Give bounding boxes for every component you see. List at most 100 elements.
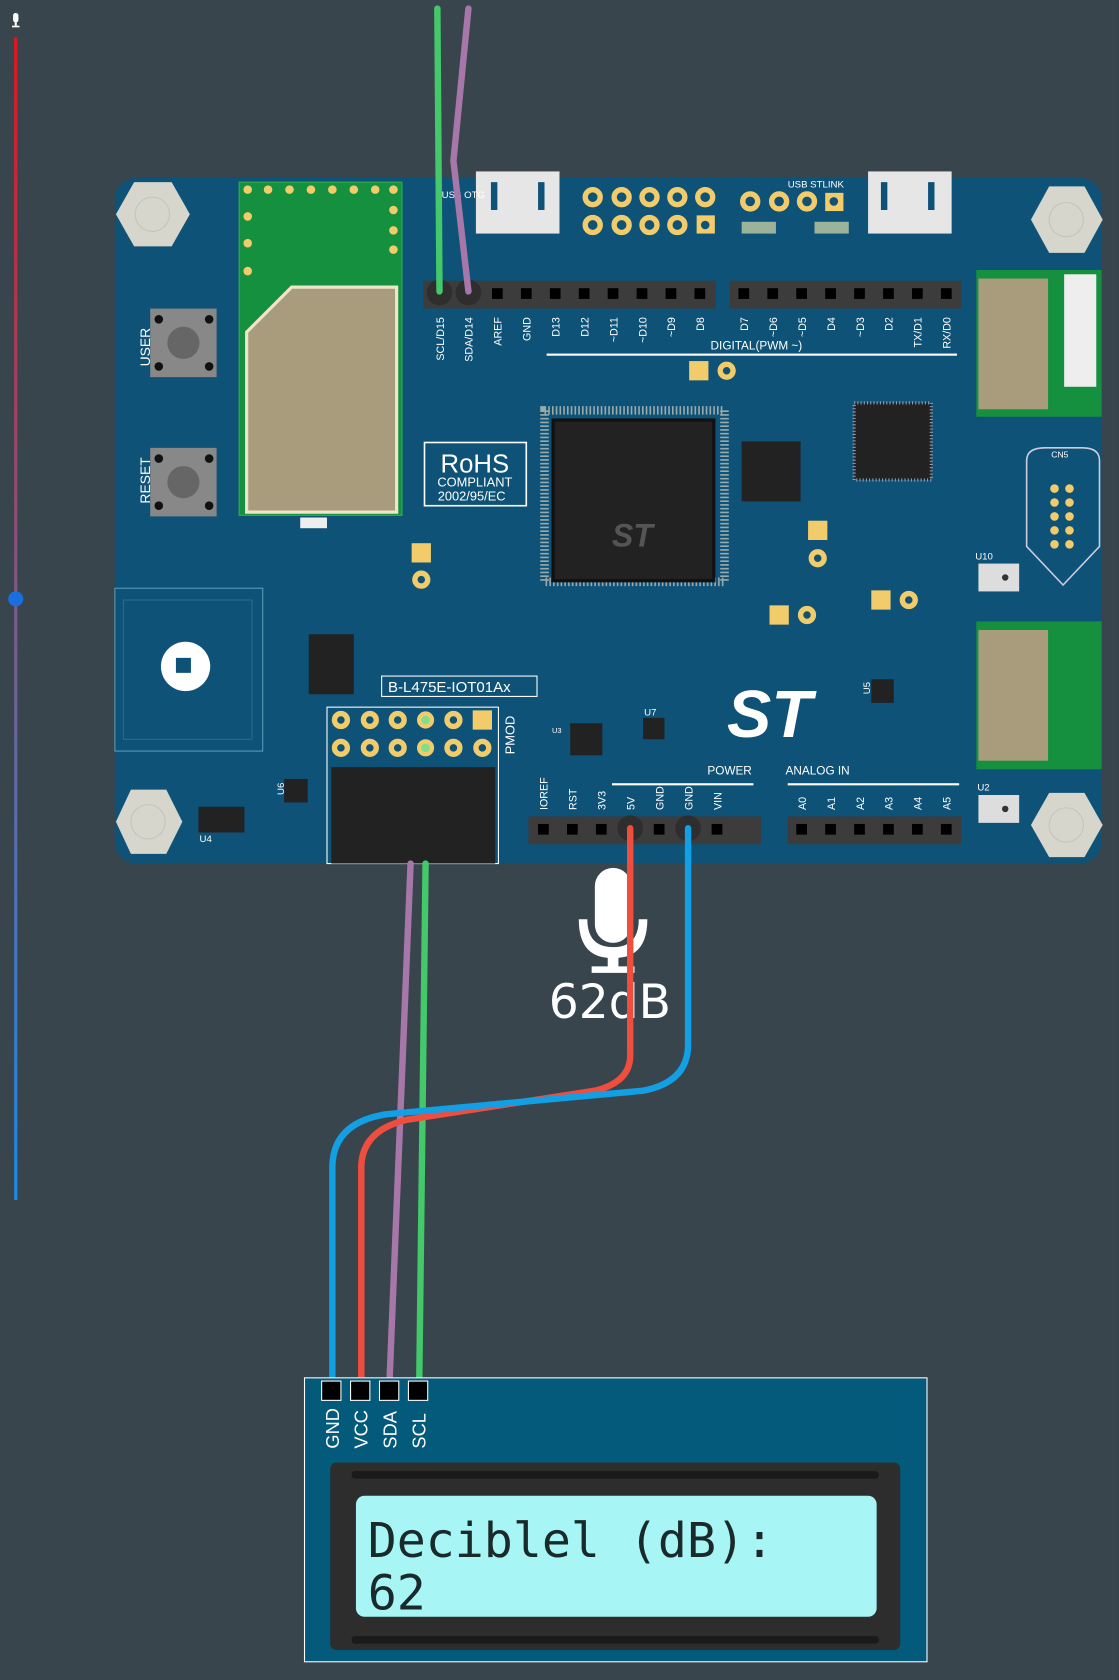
svg-text:COMPLIANT: COMPLIANT: [437, 474, 512, 489]
header-pin[interactable]: [738, 288, 750, 299]
header-pin[interactable]: [825, 823, 836, 835]
user-button-label: USER: [137, 328, 153, 367]
svg-text:ST: ST: [612, 517, 655, 553]
header-pin[interactable]: [912, 288, 923, 299]
pin-label: D7: [739, 317, 751, 331]
pmod-connector: [326, 706, 499, 865]
header-pin[interactable]: [854, 823, 865, 835]
pin-label: A2: [855, 797, 867, 810]
power-header: [528, 816, 761, 845]
svg-text:U5: U5: [862, 682, 873, 694]
lcd-pin-label: SDA: [381, 1410, 401, 1448]
header-pin[interactable]: [520, 288, 532, 299]
header-pin[interactable]: [854, 288, 865, 299]
pin-label: D2: [884, 317, 896, 331]
usb-otg-label: USB OTG: [442, 190, 485, 201]
analog-header: [787, 816, 962, 845]
header-pin[interactable]: [694, 288, 706, 299]
header-pin[interactable]: [538, 823, 549, 835]
wifi-module: [238, 181, 403, 529]
header-pin[interactable]: [578, 288, 590, 299]
nfc-antenna: [114, 587, 264, 752]
slider-knob[interactable]: [8, 591, 24, 607]
wire-sda-top: [450, 5, 472, 295]
svg-text:CN5: CN5: [1051, 450, 1068, 460]
header-pin[interactable]: [665, 288, 677, 299]
header-pin[interactable]: [883, 288, 894, 299]
header-pin[interactable]: [883, 823, 894, 835]
microphone-icon: [12, 12, 20, 28]
pin-label: IOREF: [539, 777, 551, 810]
pin-label: D4: [826, 317, 838, 331]
header-pin[interactable]: [767, 288, 779, 299]
header-pin[interactable]: [711, 823, 723, 835]
pin-label: ~D6: [768, 317, 780, 337]
digital-label: DIGITAL(PWM ~): [711, 339, 803, 352]
header-pin[interactable]: [796, 288, 807, 299]
lcd-pin-sda[interactable]: [378, 1380, 400, 1401]
header-pin[interactable]: [549, 288, 561, 299]
mounting-hole: [115, 182, 1103, 858]
svg-text:U4: U4: [200, 834, 213, 845]
lcd-pin-label: GND: [323, 1408, 343, 1448]
lcd-pin-gnd[interactable]: [321, 1380, 342, 1401]
header-pin[interactable]: [607, 288, 619, 299]
header-pin[interactable]: [825, 288, 836, 299]
svg-text:U2: U2: [977, 783, 989, 794]
header-pin[interactable]: [940, 288, 952, 299]
wire-gnd: [329, 825, 692, 1394]
rohs-badge: RoHS COMPLIANT 2002/95/EC: [423, 441, 528, 507]
header-pin[interactable]: [796, 823, 807, 835]
header-pin[interactable]: [492, 288, 503, 299]
pin-label: A3: [884, 797, 896, 810]
reset-button-label: RESET: [137, 457, 153, 504]
svg-text:U7: U7: [644, 708, 656, 719]
header-pin[interactable]: [940, 823, 952, 835]
svg-text:2002/95/EC: 2002/95/EC: [438, 488, 506, 503]
pin-label: ~D10: [637, 317, 649, 343]
pin-label: SCL/D15: [435, 317, 447, 360]
stm32-board[interactable]: USER RESET USB OTG USB STLINK SCL/D15 SDA…: [114, 171, 1103, 865]
jumper-pads: [582, 186, 818, 236]
pin-label: SDA/D14: [464, 317, 476, 362]
pin-label: D8: [695, 317, 707, 331]
pin-label: GND: [654, 786, 666, 810]
pin-label: ~D3: [855, 317, 867, 337]
analog-label: ANALOG IN: [786, 765, 850, 778]
pin-label: 3V3: [597, 791, 609, 810]
lcd-pin-scl[interactable]: [407, 1380, 429, 1401]
digital-header-right: [729, 280, 962, 309]
header-pin[interactable]: [653, 823, 665, 835]
lcd-line-1: Deciblel (dB):: [368, 1513, 774, 1569]
cn5-connector: [1025, 447, 1101, 587]
wire-sda: [385, 860, 414, 1394]
header-pin[interactable]: [595, 823, 607, 835]
lcd-pin-vcc[interactable]: [350, 1380, 371, 1401]
header-pin[interactable]: [567, 823, 578, 835]
st-logo: ST: [727, 678, 817, 752]
header-pin[interactable]: [636, 288, 648, 299]
slider-track[interactable]: [14, 37, 18, 1201]
pin-label: AREF: [493, 317, 505, 346]
wire-scl-top: [434, 5, 443, 295]
header-pin[interactable]: [912, 823, 923, 835]
wire-scl: [415, 860, 429, 1394]
lcd-line-2: 62: [368, 1565, 426, 1621]
user-button[interactable]: [150, 308, 217, 378]
pin-label: 5V: [626, 796, 638, 810]
pin-label: TX/D1: [913, 317, 925, 347]
microphone-sensor[interactable]: 62dB: [549, 867, 671, 1030]
lcd-pin-label: SCL: [410, 1413, 430, 1448]
microphone-icon: [578, 867, 648, 973]
pin-label: A4: [913, 797, 925, 810]
pin-label: RX/D0: [942, 317, 954, 349]
sound-level-slider[interactable]: [8, 12, 24, 1201]
pin-label: ~D9: [666, 317, 678, 337]
pin-label: A5: [942, 797, 954, 810]
pin-label: A0: [797, 797, 809, 810]
reset-button[interactable]: [150, 447, 217, 517]
usb-stlink-label: USB STLINK: [788, 180, 845, 191]
wires: [329, 5, 692, 1394]
